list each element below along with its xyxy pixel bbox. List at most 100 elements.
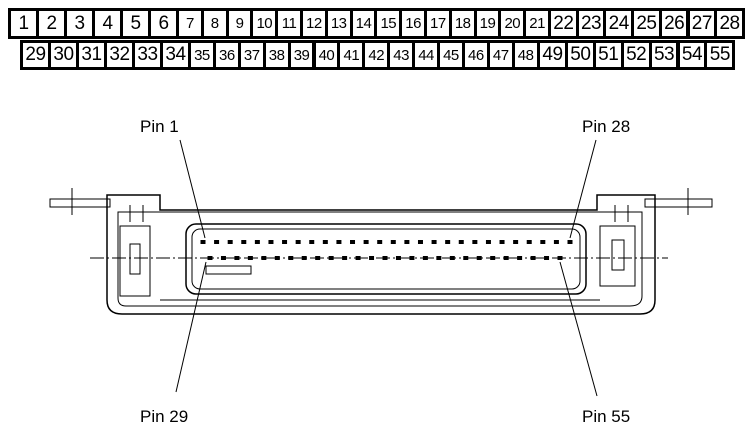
connector-pin [490,256,496,260]
connector-pin [449,256,455,260]
connector-pin [404,240,410,244]
connector-pin [336,240,342,244]
pin-number-cell: 15 [377,11,400,36]
pin-number-cell: 18 [451,11,474,36]
pin-number-cell: 22 [551,11,576,36]
connector-pin [200,240,206,244]
connector-pin [422,256,428,260]
leader-pin-55 [559,261,598,397]
pin-number-cell: 29 [23,43,48,67]
connector-pin [301,256,307,260]
pin-number-cell: 46 [464,43,487,67]
connector-pin [476,256,482,260]
pin-number-cell: 26 [661,11,687,36]
connector-pin [220,256,226,260]
pin-number-cell: 20 [501,11,524,36]
pin-number-cell: 7 [179,11,201,36]
connector-pin [567,240,573,244]
leader-pin-28 [569,139,597,239]
left-flange [49,198,111,208]
pin-number-cell: 49 [540,43,565,67]
pin-number-cell: 35 [191,43,213,67]
connector-pin [540,240,546,244]
connector-body [106,194,656,315]
pin-number-cell: 42 [365,43,388,67]
connector-pin [445,240,451,244]
connector-pin [377,240,383,244]
label-pin-1: Pin 1 [140,117,179,136]
connector-pin [395,256,401,260]
pin-number-cell: 16 [402,11,424,36]
connector-pin [355,256,361,260]
pin-group-band [20,40,191,70]
pin-number-cell: 50 [567,43,593,67]
pin-number-cell: 8 [203,11,226,36]
pin-number-cell: 25 [634,11,659,36]
pin-number-cell: 4 [95,11,120,36]
connector-pin [288,256,294,260]
connector-pin [557,256,563,260]
connector-pin [513,240,519,244]
pin-number-cell: 47 [489,43,512,67]
connector-pin [503,256,509,260]
pin-number-cell: 13 [327,11,350,36]
pin-number-cell: 39 [290,43,313,67]
right-flange [644,198,713,208]
pin-number-cell: 52 [623,43,649,67]
pin-number-cell: 1 [11,11,36,36]
connector-pin [530,256,536,260]
connector-pin [322,240,328,244]
label-pin-29: Pin 29 [140,407,189,426]
pin-number-cell: 55 [707,43,733,67]
label-pin-28: Pin 28 [582,117,631,136]
pin-group-band [8,8,179,39]
connector-pin [417,240,423,244]
connector-pin [390,240,396,244]
connector-pin [227,240,233,244]
pin-number-cell: 23 [578,11,604,36]
connector-pin [241,240,247,244]
pin-number-cell: 32 [107,43,132,67]
connector-pin [458,240,464,244]
connector-pin [274,256,280,260]
pin-number-cell: 9 [228,11,251,36]
pin-number-cell: 11 [278,11,300,36]
connector-pin [214,240,220,244]
pin-number-cell: 37 [240,43,263,67]
connector-pin [342,256,348,260]
pin-number-cell: 24 [606,11,632,36]
connector-pin [207,256,213,260]
pin-number-cell: 6 [151,11,176,36]
connector-pin [328,256,334,260]
pin-number-cell: 28 [717,11,742,36]
pin-number-cell: 45 [440,43,462,67]
pin-number-cell: 43 [390,43,413,67]
connector-pin [363,240,369,244]
connector-pin [382,256,388,260]
pin-number-cell: 27 [689,11,715,36]
pin-number-cell: 31 [79,43,104,67]
label-pin-55: Pin 55 [582,407,631,426]
connector-pin [254,240,260,244]
pin-number-cell: 41 [340,43,363,67]
connector-pin [295,240,301,244]
connector-pin [431,240,437,244]
pin-number-cell: 33 [135,43,160,67]
pin-number-cell: 38 [265,43,288,67]
connector-pin [544,256,550,260]
pin-number-cell: 36 [215,43,238,67]
pin-header-shroud [185,223,587,295]
pin-number-cell: 10 [253,11,276,36]
connector-pin [350,240,356,244]
connector-pin [472,240,478,244]
connector-pin [517,256,523,260]
pin-number-cell: 12 [303,11,325,36]
pin-number-cell: 53 [651,43,677,67]
leader-pin-29 [175,261,207,393]
connector-pin [436,256,442,260]
pin-number-cell: 17 [427,11,449,36]
pin-number-cell: 40 [315,43,338,67]
leader-pin-1 [179,139,206,239]
